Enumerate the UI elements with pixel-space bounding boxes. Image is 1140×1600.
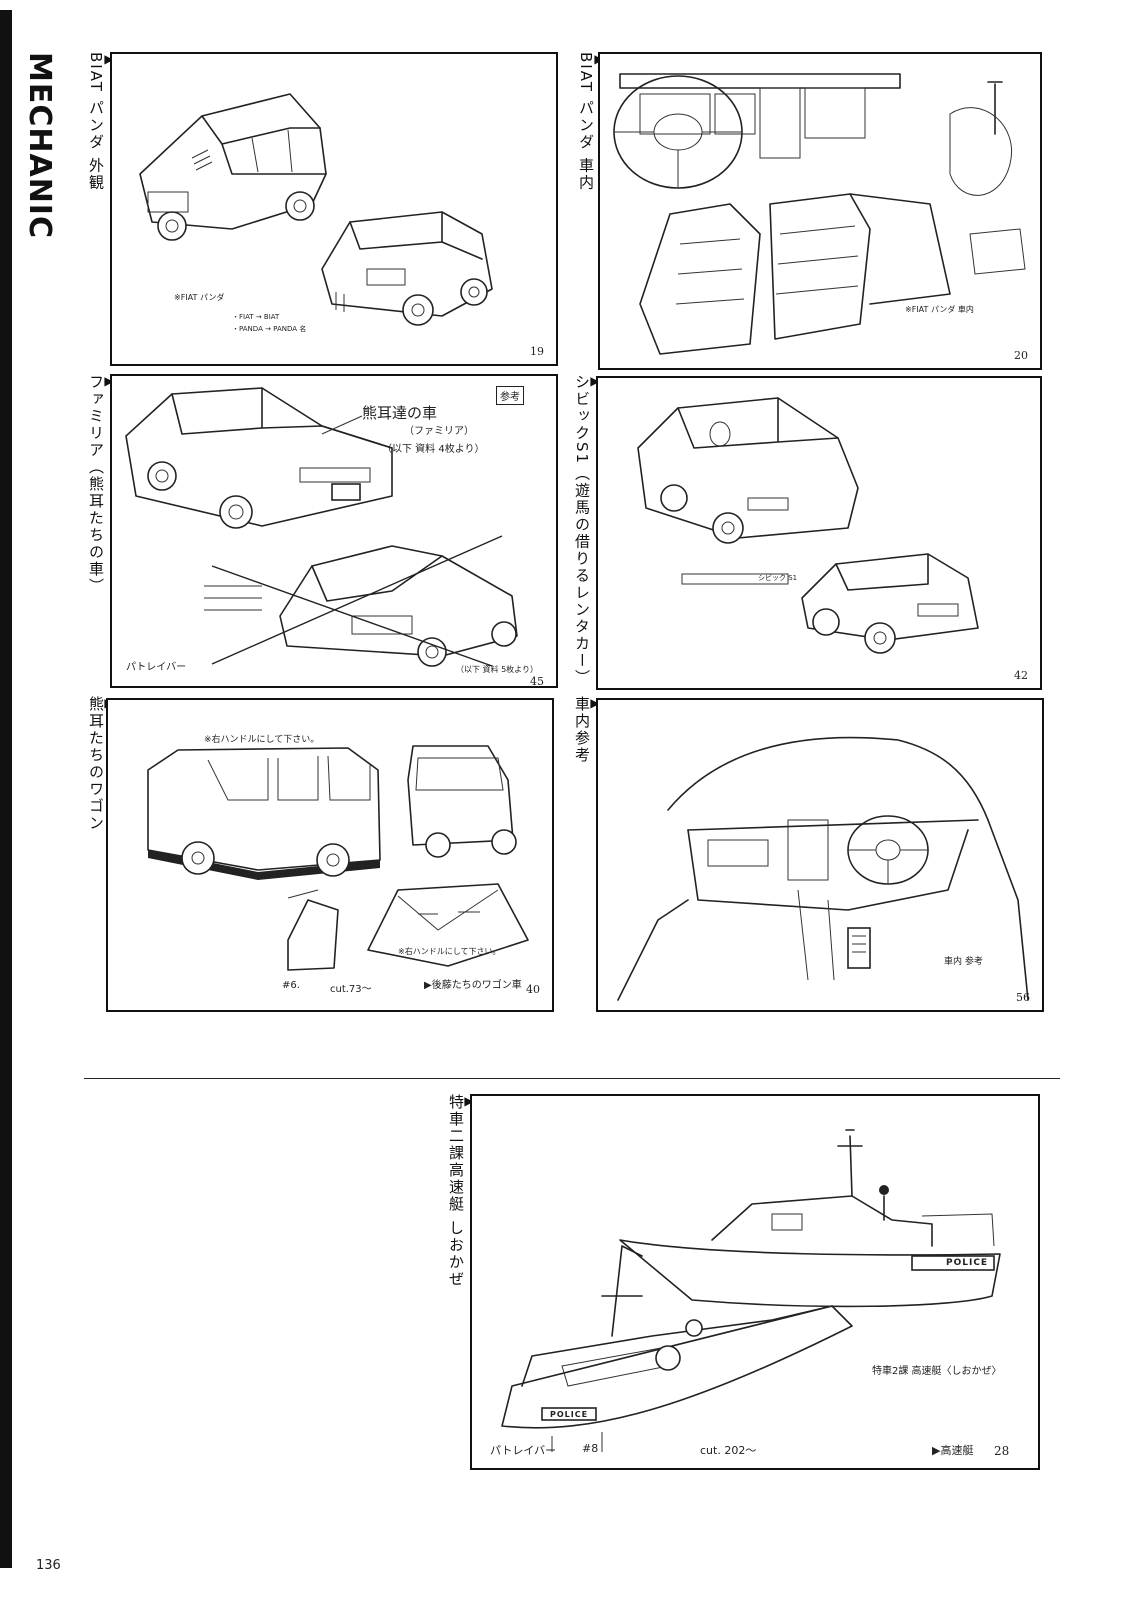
panel-page-number: 20: [1014, 349, 1028, 362]
note-cut-202: cut. 202〜: [700, 1444, 757, 1457]
note-patrol-boat: ▶高速艇: [932, 1444, 974, 1457]
note-goto-wagon: ▶後藤たちのワゴン車: [424, 980, 522, 991]
note-shiokaze-title: 特車2課 高速艇〈しおかぜ〉: [872, 1366, 1002, 1377]
note-reference-5: （以下 資料 5枚より）: [456, 665, 539, 674]
note-panda-rename: ・PANDA → PANDA 名: [232, 325, 307, 333]
wagon-sketch: [147, 745, 529, 971]
note-sanko-box: 参考: [496, 386, 524, 405]
section-title-text: MECHANIC: [22, 52, 57, 239]
sketch-panel-panda-interior: ※FIAT パンダ 車内 20: [598, 52, 1042, 370]
note-patlabor-boat: パトレイバー: [490, 1444, 557, 1457]
panel-page-number: 28: [994, 1444, 1010, 1458]
panel-page-number: 56: [1016, 991, 1030, 1004]
note-patlabor: パトレイバー: [126, 662, 187, 673]
note-civic-s1: シビック S1: [758, 574, 798, 582]
panel-page-number: 40: [526, 983, 540, 996]
note-fiat-panda: ※FIAT パンダ: [174, 293, 225, 302]
note-right-hand-drive-1: ※右ハンドルにして下さい。: [204, 735, 320, 745]
note-episode-8: #8: [582, 1442, 599, 1455]
interior-reference-sketch: [617, 736, 1029, 1001]
note-familia: （ファミリア）: [404, 426, 474, 437]
panel-page-number: 42: [1014, 669, 1028, 682]
panel-page-number: 19: [530, 345, 544, 358]
sketch-panel-interior-reference: 車内 参考 56: [596, 698, 1044, 1012]
panda-exterior-sketch: [139, 93, 493, 326]
section-divider: [84, 1078, 1060, 1079]
civic-sketch: [637, 397, 979, 654]
note-fiat-panda-interior: ※FIAT パンダ 車内: [905, 305, 974, 314]
patrol-boat-sketch: [501, 1129, 1001, 1452]
section-title: MECHANIC: [22, 52, 58, 252]
note-police-lower: POLICE: [550, 1410, 589, 1419]
section-side-bar: [0, 10, 12, 1568]
panel-page-number: 45: [530, 675, 544, 688]
note-biat-rename: ・FIAT → BIAT: [232, 313, 280, 321]
note-reference-4: （以下 資料 4枚より）: [382, 444, 485, 455]
sketch-panel-wagon: ※右ハンドルにして下さい。 ※右ハンドルにして下さい。 #6. cut.73〜 …: [106, 698, 554, 1012]
note-kumagami-car: 熊耳達の車: [362, 404, 438, 422]
sketch-panel-civic: シビック S1 42: [596, 376, 1042, 690]
sketch-panel-familia: 熊耳達の車 （ファミリア） （以下 資料 4枚より） 参考 パトレイバー （以下…: [110, 374, 558, 688]
note-police-upper: POLICE: [946, 1258, 989, 1268]
panda-interior-sketch: [613, 73, 1026, 355]
note-episode-6: #6.: [282, 980, 300, 991]
familia-sketch: [125, 387, 518, 667]
note-cut-73: cut.73〜: [330, 984, 372, 995]
page-number: 136: [36, 1558, 61, 1573]
sketch-panel-patrol-boat: POLICE POLICE 特車2課 高速艇〈しおかぜ〉 パトレイバー #8 c…: [470, 1094, 1040, 1470]
note-interior-reference: 車内 参考: [944, 957, 983, 967]
note-right-hand-drive-2: ※右ハンドルにして下さい。: [398, 947, 501, 956]
sketch-panel-panda-exterior: ※FIAT パンダ ・FIAT → BIAT ・PANDA → PANDA 名 …: [110, 52, 558, 366]
